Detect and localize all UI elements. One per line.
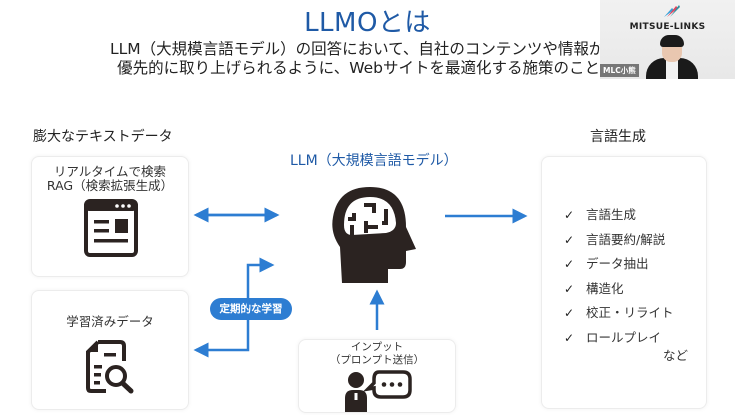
browser-window-icon [84, 199, 138, 257]
check-icon: ✓ [564, 281, 575, 296]
periodic-learning-badge: 定期的な学習 [210, 298, 292, 320]
person-speech-bubble-icon [345, 370, 412, 412]
rag-card-line-2: RAG（検索拡張生成） [46, 178, 174, 193]
right-heading: 言語生成 [590, 129, 646, 145]
input-card-text: インプット （プロンプト送信） [299, 341, 455, 367]
rag-card-text: リアルタイムで検索 RAG（検索拡張生成） [32, 165, 188, 193]
head-brain-icon [332, 187, 416, 283]
subtitle-line-2: 優先的に取り上げられるように、Webサイトを最適化する施策のこと [117, 59, 600, 77]
language-generation-card: ✓言語生成 ✓言語要約/解説 ✓データ抽出 ✓構造化 ✓校正・リライト ✓ロール… [541, 156, 707, 409]
output-item: ✓構造化 [564, 277, 674, 302]
output-item: ✓言語生成 [564, 203, 674, 228]
check-icon: ✓ [564, 232, 575, 247]
rag-card-line-1: リアルタイムで検索 [53, 164, 167, 179]
rag-card: リアルタイムで検索 RAG（検索拡張生成） [31, 156, 189, 277]
presenter-name-tag: MLC小熊 [600, 64, 639, 77]
check-icon: ✓ [564, 306, 575, 320]
presenter-hair [660, 35, 684, 47]
training-data-card: 学習済みデータ [31, 290, 189, 410]
webcam-logo-text: MITSUE-LINKS [629, 22, 706, 32]
input-card-line-1: インプット [350, 341, 404, 353]
output-list: ✓言語生成 ✓言語要約/解説 ✓データ抽出 ✓構造化 ✓校正・リライト ✓ロール… [564, 203, 674, 350]
slide-subtitle: LLM（大規模言語モデル）の回答において、自社のコンテンツや情報が 優先的に取り… [110, 40, 605, 78]
webcam-overlay: MITSUE-LINKS MLC小熊 [600, 0, 735, 79]
mitsue-logo-icon [664, 5, 680, 17]
subtitle-line-1: LLM（大規模言語モデル）の回答において、自社のコンテンツや情報が [110, 40, 605, 58]
check-icon: ✓ [564, 257, 575, 271]
output-item: ✓校正・リライト [564, 301, 674, 326]
check-icon: ✓ [564, 208, 575, 222]
slide-title: LLMOとは [304, 8, 431, 38]
check-icon: ✓ [564, 330, 575, 345]
output-item: ✓データ抽出 [564, 252, 674, 277]
input-prompt-card: インプット （プロンプト送信） [298, 339, 456, 413]
center-heading: LLM（大規模言語モデル） [290, 153, 458, 169]
periodic-learning-down-arrow [193, 318, 250, 358]
output-more-text: など [663, 348, 689, 363]
document-search-icon [86, 340, 134, 394]
left-heading: 膨大なテキストデータ [33, 129, 173, 145]
input-card-line-2: （プロンプト送信） [329, 354, 425, 366]
presenter-shirt [666, 60, 678, 79]
training-card-label: 学習済みデータ [66, 314, 154, 329]
output-item: ✓言語要約/解説 [564, 228, 674, 253]
output-item: ✓ロールプレイ [564, 326, 674, 351]
